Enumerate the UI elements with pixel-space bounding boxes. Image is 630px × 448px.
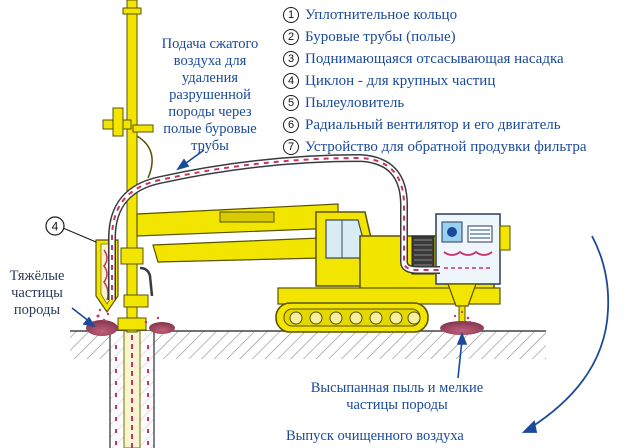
dust-particles: [96, 308, 472, 324]
heavy-particles-label: Тяжёлые частицы породы: [2, 268, 72, 319]
clean-air-outlet-label: Выпуск очищенного воздуха: [286, 428, 516, 445]
legend-number: 1: [283, 7, 299, 23]
spilled-dust-label: Высыпанная пыль и мелкие частицы породы: [284, 380, 510, 414]
legend: 1 Уплотнительное кольцо 2 Буровые трубы (п…: [283, 4, 628, 158]
air-supply-label: Подача сжатого воздуха для удаления разр…: [146, 36, 274, 155]
air-supply-hose: [136, 135, 154, 297]
legend-number: 2: [283, 29, 299, 45]
legend-number: 7: [283, 139, 299, 155]
borehole: [109, 330, 155, 448]
dust-pile-fine: [440, 321, 484, 335]
drill-mast: [102, 0, 154, 333]
callout-cyclone: 4: [45, 216, 97, 243]
boom-arm: [136, 203, 339, 263]
legend-item: 4 Циклон - для крупных частиц: [283, 70, 628, 92]
spilled-dust-line: Высыпанная пыль и мелкие: [310, 380, 484, 396]
legend-number: 3: [283, 51, 299, 67]
legend-text: Радиальный вентилятор и его двигатель: [305, 116, 561, 133]
air-supply-line: Подача сжатого: [161, 36, 259, 52]
legend-item: 3 Поднимающаяся отсасывающая насадка: [283, 48, 628, 70]
air-supply-line: воздуха для: [173, 53, 247, 69]
legend-text: Циклон - для крупных частиц: [305, 72, 496, 89]
heavy-particles-line: породы: [13, 302, 61, 318]
legend-text: Уплотнительное кольцо: [305, 6, 458, 23]
legend-text: Пылеуловитель: [305, 94, 405, 111]
arrow-air-supply: [176, 149, 205, 171]
legend-item: 6 Радиальный вентилятор и его двигатель: [283, 114, 628, 136]
legend-item: 1 Уплотнительное кольцо: [283, 4, 628, 26]
spilled-dust-line: частицы породы: [346, 397, 448, 413]
arrow-clean-air: [521, 235, 610, 433]
dust-pile-heavy: [86, 320, 175, 336]
heavy-particles-line: Тяжёлые: [9, 268, 65, 284]
callout-number: 4: [52, 220, 59, 234]
legend-text: Буровые трубы (полые): [305, 28, 456, 45]
legend-item: 7 Устройство для обратной продувки фильтр…: [283, 136, 628, 158]
crawler-track: [275, 302, 429, 333]
legend-number: 5: [283, 95, 299, 111]
legend-number: 6: [283, 117, 299, 133]
suction-hose: [108, 153, 440, 300]
legend-item: 2 Буровые трубы (полые): [283, 26, 628, 48]
air-supply-line: трубы: [191, 138, 229, 154]
legend-number: 4: [283, 73, 299, 89]
air-supply-line: разрушенной: [169, 87, 251, 103]
legend-text: Поднимающаяся отсасывающая насадка: [305, 50, 564, 67]
dust-collector: [435, 213, 511, 325]
air-supply-line: удаления: [181, 70, 239, 86]
air-supply-line: породы через: [168, 104, 252, 120]
air-supply-line: полые буровые: [163, 121, 257, 137]
clean-air-outlet-text: Выпуск очищенного воздуха: [286, 428, 464, 444]
arrow-heavy-particles: [71, 307, 96, 328]
legend-text: Устройство для обратной продувки фильтра: [305, 138, 587, 155]
legend-item: 5 Пылеуловитель: [283, 92, 628, 114]
arrow-spilled-dust: [456, 331, 468, 379]
heavy-particles-line: частицы: [11, 285, 63, 301]
